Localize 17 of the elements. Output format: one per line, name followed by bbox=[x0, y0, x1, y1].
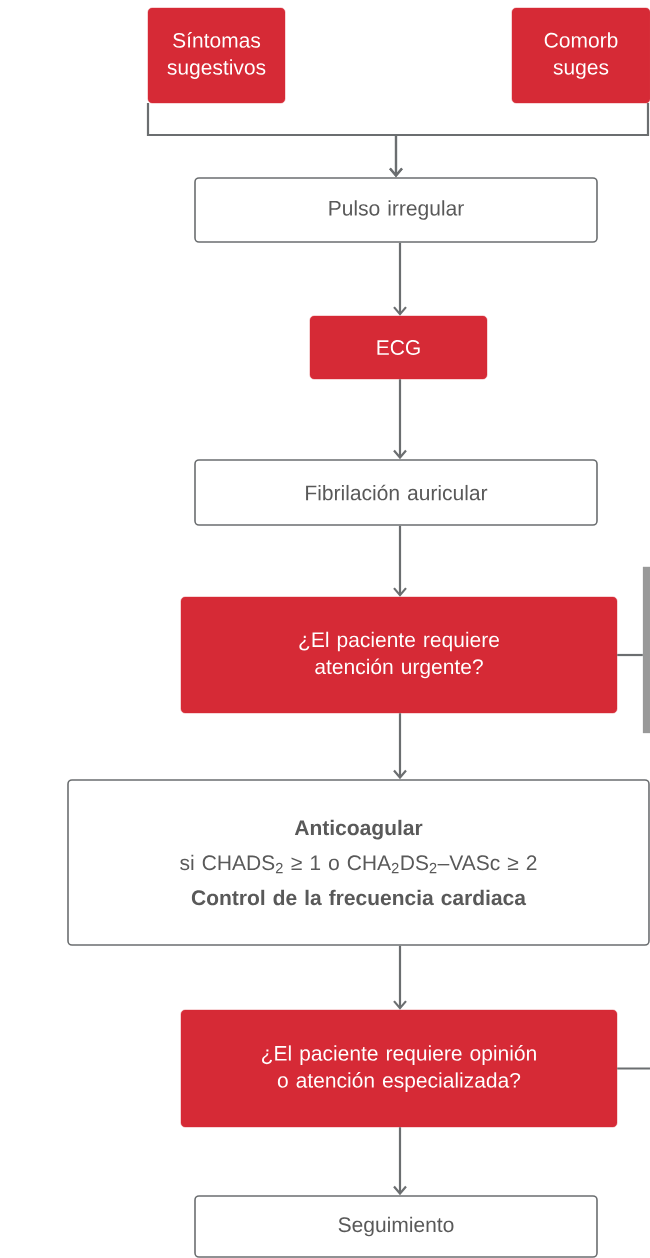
arrow bbox=[393, 525, 407, 597]
process-box: Pulso irregular bbox=[194, 177, 598, 243]
process-box: Fibrilación auricular bbox=[194, 459, 598, 526]
arrow bbox=[393, 713, 407, 780]
process-box: Seguimiento bbox=[194, 1195, 598, 1258]
process-box: Anticoagular si CHADS$_{2}$ ≥ 1 o CHA$_{2}$DS$_{2}$–VASc ≥ 2 Control de la frecuencia cardiaca bbox=[67, 779, 650, 946]
vertical-bar bbox=[642, 566, 650, 734]
process-box: Síntomas sugestivos bbox=[147, 7, 286, 104]
arrow bbox=[393, 1127, 407, 1196]
process-box: ¿El paciente requiere opinión o atención especializada? bbox=[180, 1009, 618, 1128]
process-box: ECG bbox=[309, 315, 488, 380]
arrow bbox=[393, 945, 407, 1010]
arrow bbox=[393, 242, 407, 316]
arrow bbox=[393, 379, 407, 460]
arrow bbox=[389, 103, 650, 178]
process-box: Comorb suges bbox=[511, 7, 650, 104]
process-box: ¿El paciente requiere atención urgente? bbox=[180, 596, 618, 714]
